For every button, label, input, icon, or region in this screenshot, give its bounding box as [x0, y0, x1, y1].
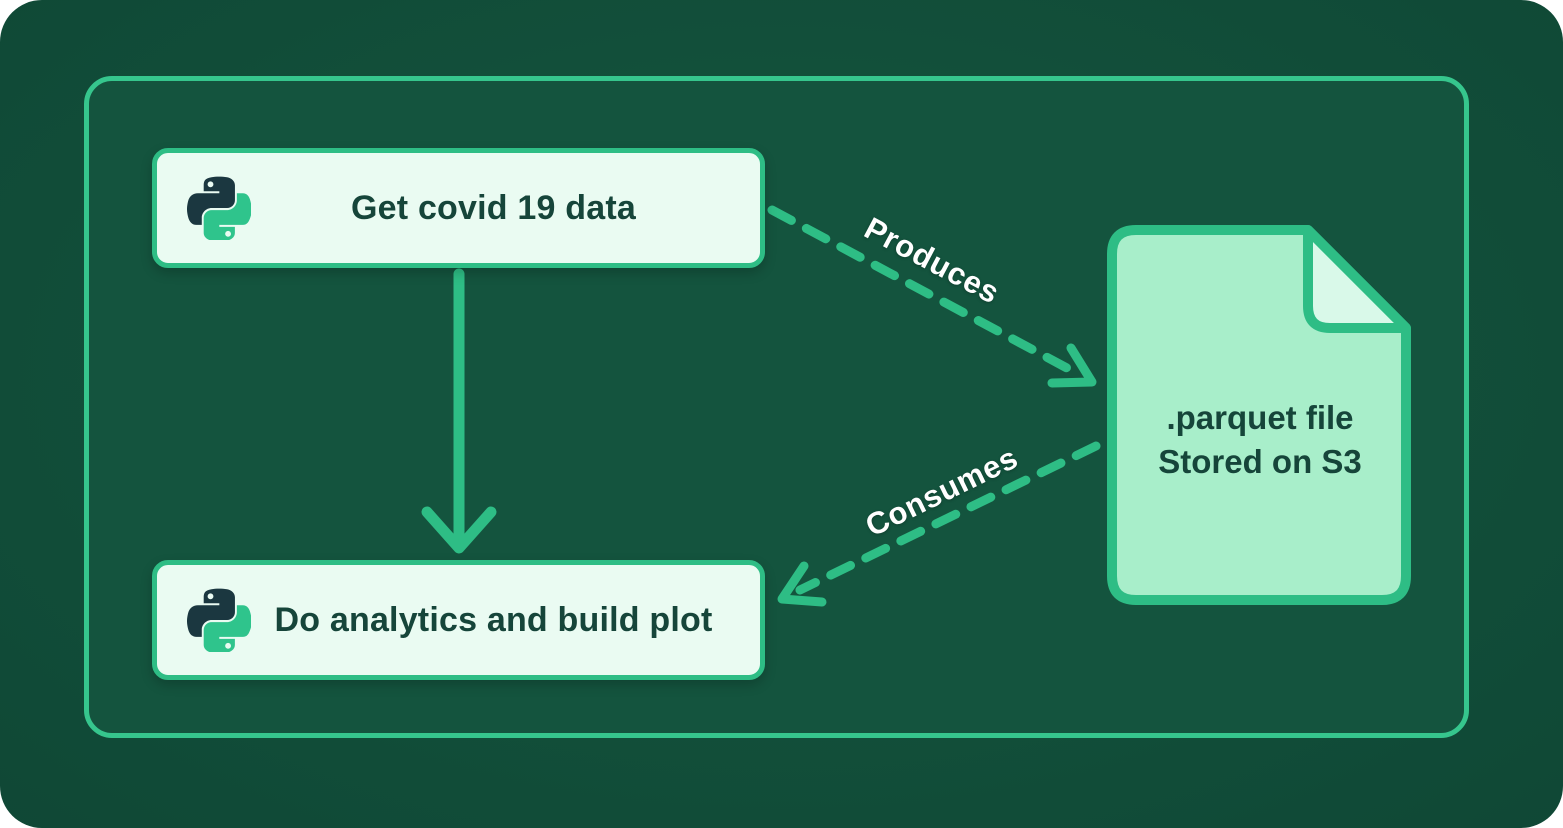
file-label-line1: .parquet file	[1166, 399, 1354, 436]
node-get-covid-data: Get covid 19 data	[152, 148, 765, 268]
python-icon	[187, 176, 251, 240]
node-do-analytics: Do analytics and build plot	[152, 560, 765, 680]
file-node-label: .parquet file Stored on S3	[1112, 396, 1408, 484]
python-icon	[187, 588, 251, 652]
task1-label: Get covid 19 data	[351, 188, 636, 227]
task2-label: Do analytics and build plot	[274, 600, 713, 639]
file-label-line2: Stored on S3	[1158, 443, 1362, 480]
